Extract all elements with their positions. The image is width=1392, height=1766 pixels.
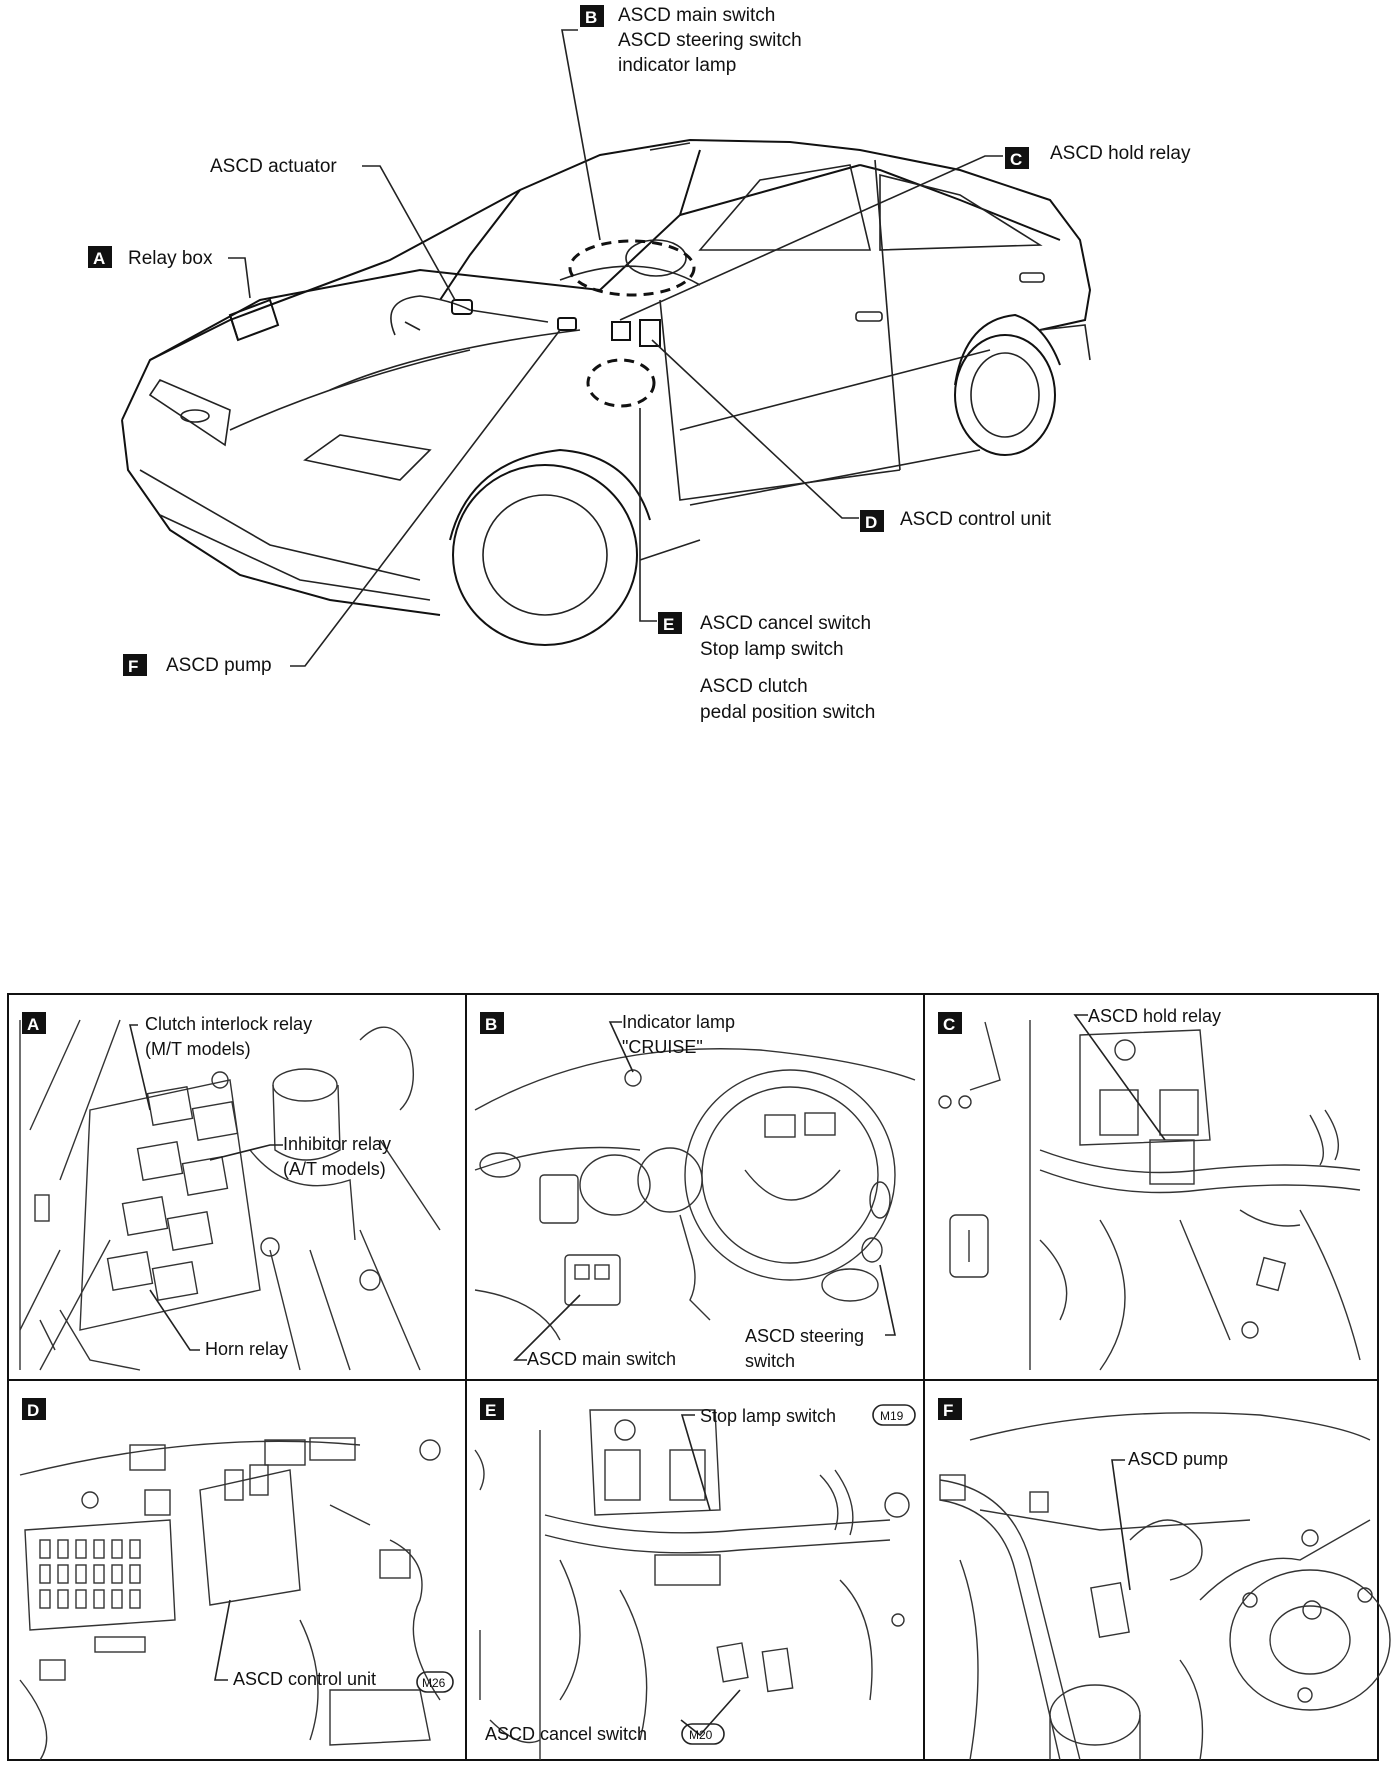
horn-relay-label: Horn relay [205, 1339, 288, 1359]
panel-B-sketch [474, 1048, 916, 1341]
ascd-cancel-switch-label: ASCD cancel switch [700, 613, 871, 634]
ascd-control-unit-detail-label: ASCD control unit [233, 1669, 376, 1689]
detail-grid [7, 993, 1379, 1761]
panel-F-key: F [943, 1401, 953, 1420]
ascd-clutch-label: ASCD clutch [700, 676, 808, 697]
panel-F: F ASCD pump [938, 1398, 1391, 1761]
connector-m20-label: M20 [689, 1728, 713, 1742]
clutch-interlock-relay-label: Clutch interlock relay [145, 1014, 312, 1034]
ascd-hold-relay-detail-label: ASCD hold relay [1088, 1006, 1221, 1026]
connector-m19-label: M19 [880, 1409, 904, 1423]
panel-C-key: C [943, 1015, 955, 1034]
panel-E-key: E [485, 1401, 496, 1420]
pedal-position-switch-label: pedal position switch [700, 702, 875, 723]
indicator-lamp-label: indicator lamp [618, 55, 736, 76]
car-illustration [121, 138, 1092, 646]
key-box-E: E [658, 612, 682, 634]
key-box-B: B [580, 5, 604, 27]
key-D-letter: D [865, 513, 877, 532]
key-box-D: D [860, 510, 884, 532]
ascd-pump-detail-label: ASCD pump [1128, 1449, 1228, 1469]
panel-C: C ASCD hold relay [938, 1006, 1361, 1371]
panel-F-sketch [939, 1412, 1391, 1761]
clutch-interlock-relay-models-label: (M/T models) [145, 1039, 251, 1059]
stop-lamp-switch-label: Stop lamp switch [700, 639, 844, 660]
key-B-letter: B [585, 8, 597, 27]
ascd-main-switch-detail-label: ASCD main switch [527, 1349, 676, 1369]
panel-D-key: D [27, 1401, 39, 1420]
key-E-letter: E [663, 615, 674, 634]
ascd-main-switch-label: ASCD main switch [618, 5, 775, 26]
ascd-actuator-label: ASCD actuator [210, 156, 337, 177]
relay-box-label: Relay box [128, 248, 213, 269]
key-C-letter: C [1010, 150, 1022, 169]
panel-C-sketch [938, 1020, 1361, 1371]
panel-E-sketch [474, 1409, 910, 1760]
panel-E: E Stop lamp switch M19 ASCD cancel switc… [474, 1398, 916, 1760]
indicator-lamp-detail-label: Indicator lamp [622, 1012, 735, 1032]
key-A-letter: A [93, 249, 105, 268]
ascd-hold-relay-label: ASCD hold relay [1050, 143, 1191, 164]
ascd-control-unit-label: ASCD control unit [900, 509, 1052, 530]
key-box-F: F [123, 654, 147, 676]
ascd-cancel-switch-detail-label: ASCD cancel switch [485, 1724, 647, 1744]
stop-lamp-switch-detail-label: Stop lamp switch [700, 1406, 836, 1426]
ascd-steering-switch-detail-label: ASCD steering [745, 1326, 864, 1346]
inhibitor-relay-models-label: (A/T models) [283, 1159, 386, 1179]
panel-A: A Clutch inter [19, 1012, 441, 1371]
ascd-steering-switch-label: ASCD steering switch [618, 30, 802, 51]
panel-D: D [19, 1398, 454, 1761]
panel-D-sketch [19, 1437, 441, 1761]
overview-leader-lines [228, 29, 1003, 667]
panel-B: B Indicator lamp "CRUISE" [474, 1012, 916, 1371]
cruise-indicator-label: "CRUISE" [622, 1037, 703, 1057]
connector-m26-label: M26 [422, 1676, 446, 1690]
inhibitor-relay-label: Inhibitor relay [283, 1134, 391, 1154]
ascd-pump-label: ASCD pump [166, 655, 272, 676]
ascd-steering-switch-detail-label-2: switch [745, 1351, 795, 1371]
key-box-A: A [88, 246, 112, 268]
panel-B-key: B [485, 1015, 497, 1034]
key-F-letter: F [128, 657, 138, 676]
panel-A-key: A [27, 1015, 39, 1034]
key-box-C: C [1005, 147, 1029, 169]
